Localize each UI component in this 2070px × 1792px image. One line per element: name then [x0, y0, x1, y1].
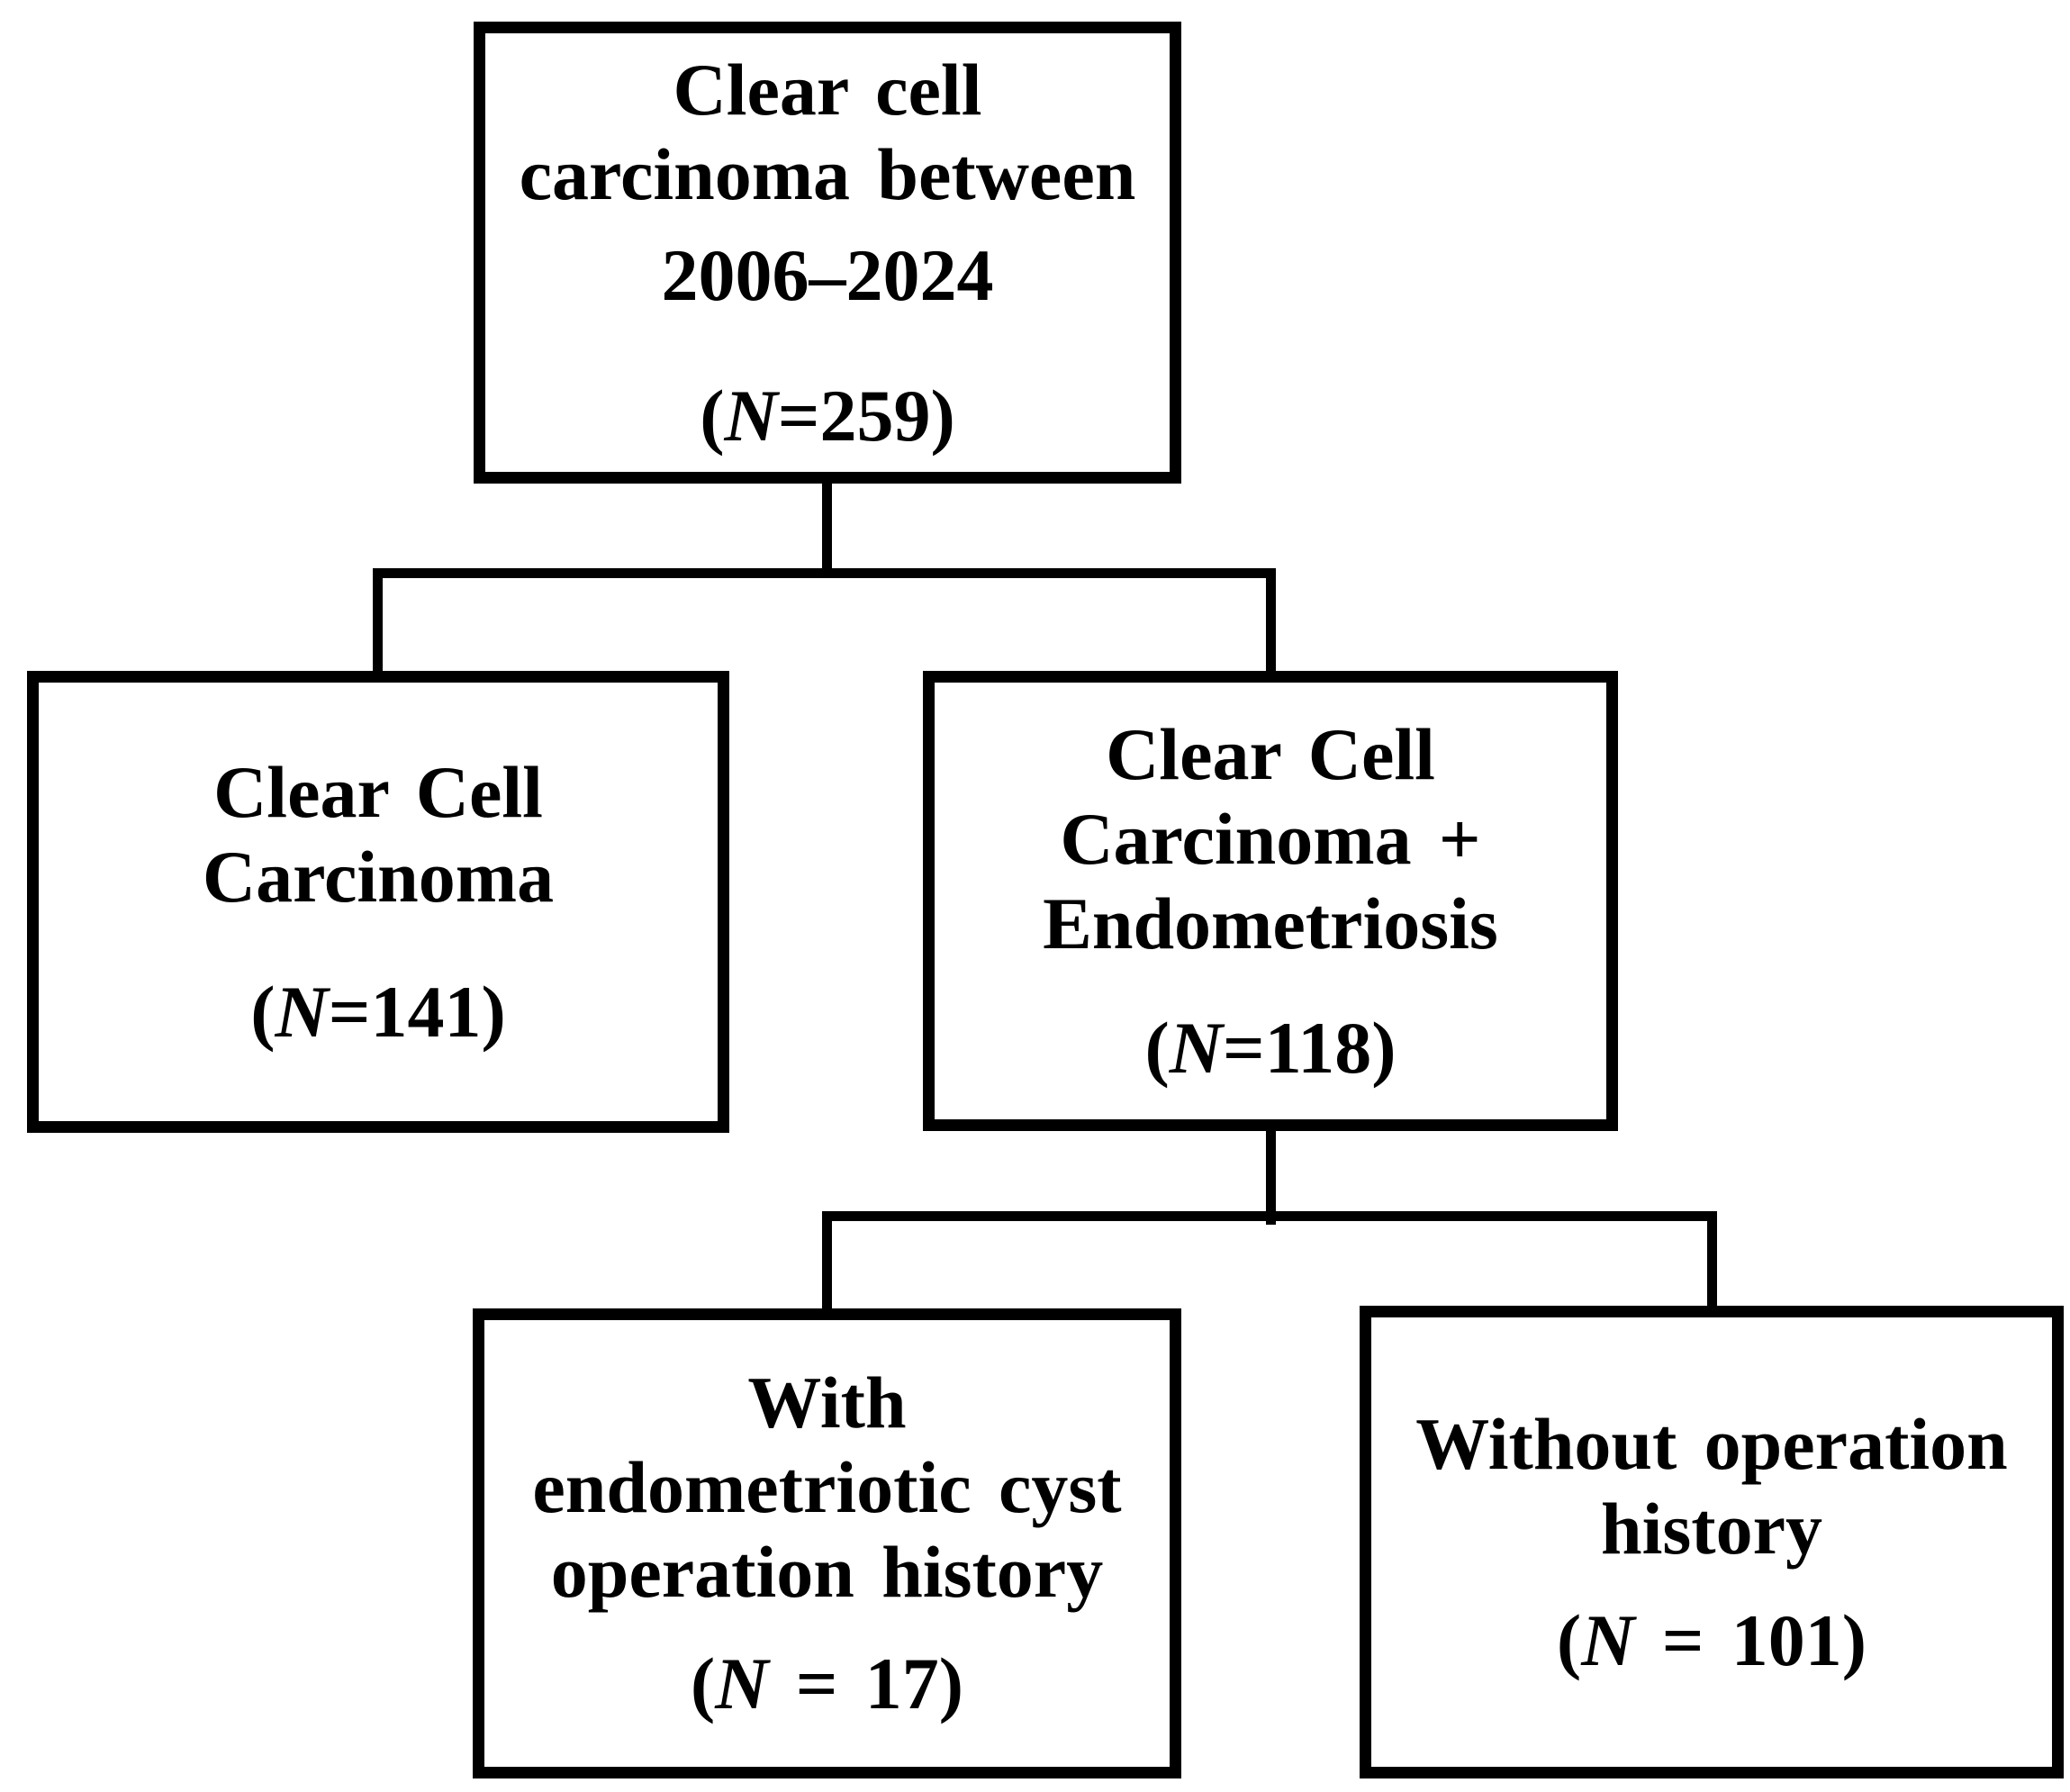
connector-level1-horizontal: [373, 568, 1276, 578]
n-symbol: N: [1581, 1598, 1635, 1681]
node-title: Clear Cell Carcinoma: [203, 750, 554, 919]
paren-open: (: [690, 1643, 716, 1724]
connector-to-ccc-endo: [1266, 568, 1276, 681]
node-clear-cell-carcinoma: Clear Cell Carcinoma (N=141): [27, 671, 729, 1133]
node-title-line: history: [1601, 1487, 1822, 1570]
n-symbol: N: [724, 374, 778, 457]
n-value: =141): [328, 970, 506, 1053]
connector-level2-horizontal: [822, 1211, 1717, 1221]
connector-to-ccc: [373, 568, 383, 681]
n-value: = 101): [1634, 1598, 1867, 1681]
connector-to-without-op: [1707, 1211, 1717, 1317]
node-title-line: Clear Cell: [1106, 712, 1435, 795]
n-symbol: N: [715, 1643, 769, 1724]
paren-open: (: [1556, 1598, 1582, 1681]
sample-size: (N = 17): [484, 1642, 1170, 1726]
node-title: With endometriotic cyst operation histor…: [532, 1361, 1121, 1615]
node-title-line: With: [747, 1362, 907, 1444]
node-title-line: Endometriosis: [1043, 882, 1498, 964]
node-title-line: Without operation: [1415, 1402, 2008, 1485]
node-title-line: Clear cell: [673, 48, 982, 131]
sample-size: (N=259): [485, 374, 1170, 458]
node-title: Clear Cell Carcinoma + Endometriosis: [1043, 712, 1498, 966]
node-title-line: Carcinoma +: [1060, 797, 1481, 880]
paren-open: (: [250, 970, 276, 1053]
connector-ccc-endo-stem: [1266, 1126, 1276, 1225]
paren-open: (: [700, 374, 725, 457]
paren-open: (: [1144, 1006, 1170, 1089]
node-title-line: endometriotic cyst: [532, 1446, 1122, 1528]
study-period: 2006–2024: [661, 233, 994, 316]
connector-root-stem: [822, 473, 832, 578]
node-title-line: operation history: [550, 1531, 1104, 1613]
sample-size: (N=141): [39, 970, 718, 1054]
n-value: =259): [777, 374, 955, 457]
n-symbol: N: [275, 970, 329, 1053]
node-clear-cell-carcinoma-endometriosis: Clear Cell Carcinoma + Endometriosis (N=…: [923, 671, 1618, 1131]
node-without-operation-history: Without operation history (N = 101): [1360, 1306, 2064, 1778]
node-title: Without operation history: [1415, 1402, 2008, 1571]
n-value: =118): [1223, 1006, 1397, 1089]
node-clear-cell-carcinoma-2006-2024: Clear cell carcinoma between 2006–2024 (…: [474, 22, 1181, 484]
sample-size: (N=118): [935, 1006, 1606, 1091]
node-title: Clear cell carcinoma between: [520, 48, 1136, 217]
n-value: = 17): [768, 1643, 964, 1724]
n-symbol: N: [1169, 1006, 1223, 1089]
node-title-line: Clear Cell: [213, 750, 543, 833]
node-title-line: Carcinoma: [202, 835, 555, 918]
sample-size: (N = 101): [1371, 1598, 2052, 1683]
connector-to-with-op: [822, 1211, 832, 1317]
node-with-endometriotic-cyst-operation-history: With endometriotic cyst operation histor…: [473, 1308, 1181, 1778]
node-title-line: carcinoma between: [519, 132, 1136, 215]
